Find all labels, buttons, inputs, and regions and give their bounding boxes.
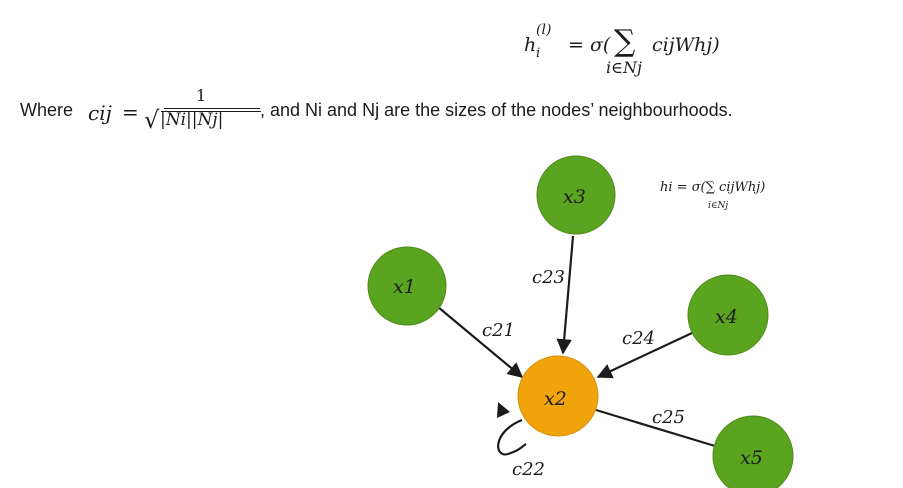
formula-subscript: i — [536, 46, 541, 61]
edge-label-c24: c24 — [622, 328, 655, 349]
edge-label-c22: c22 — [512, 459, 545, 480]
sqrt-symbol: √ — [144, 106, 160, 134]
node-x1 — [367, 246, 447, 326]
edge-label-c25: c25 — [652, 407, 685, 428]
formula-superscript: (l) — [536, 22, 552, 38]
sum-symbol: ∑ — [614, 24, 636, 59]
edge-label-c23: c23 — [532, 267, 565, 288]
self-loop-arrowhead — [497, 402, 510, 418]
explanation-suffix: , and Ni and Nj are the sizes of the nod… — [260, 100, 733, 120]
formula-lhs: h — [524, 34, 537, 56]
node-label-x2: x2 — [544, 388, 567, 410]
edge-x4-x2 — [596, 332, 693, 379]
formula-body: cijWhj) — [652, 34, 720, 56]
fraction-denominator: |Ni||Nj| — [160, 110, 224, 130]
edge-x2-x5 — [595, 408, 716, 448]
cij-symbol: cij — [88, 101, 112, 125]
node-label-x4: x4 — [715, 306, 738, 328]
explanation-prefix: Where — [20, 100, 74, 120]
edge-label-c21: c21 — [482, 320, 515, 341]
equals-sign: = — [122, 100, 139, 124]
sqrt-bar — [161, 111, 261, 112]
edge-self-loop-x2 — [497, 418, 527, 456]
node-x4 — [687, 274, 769, 356]
formula-equals-sigma: = σ( — [568, 34, 611, 56]
fraction-numerator: 1 — [196, 86, 207, 105]
node-x2 — [517, 355, 599, 437]
explanation-line: Where cij = 1 √ |Ni||Nj| , and Ni and Nj… — [20, 86, 890, 142]
small-formula: hi = σ(∑ cijWhj) i∈Nj — [660, 176, 800, 216]
node-label-x3: x3 — [563, 186, 586, 208]
fraction-line — [164, 108, 260, 109]
node-x3 — [536, 155, 616, 235]
small-formula-main: hi = σ(∑ cijWhj) — [660, 180, 766, 195]
node-x5 — [712, 415, 794, 488]
edge-x1-x2 — [437, 306, 524, 378]
edge-x3-x2 — [556, 235, 575, 355]
small-formula-index: i∈Nj — [708, 201, 729, 211]
node-label-x1: x1 — [393, 276, 416, 298]
top-formula: h (l) i = σ( ∑ i∈Nj cijWhj) — [518, 20, 778, 80]
sum-index: i∈Nj — [606, 58, 642, 77]
node-label-x5: x5 — [740, 447, 763, 469]
